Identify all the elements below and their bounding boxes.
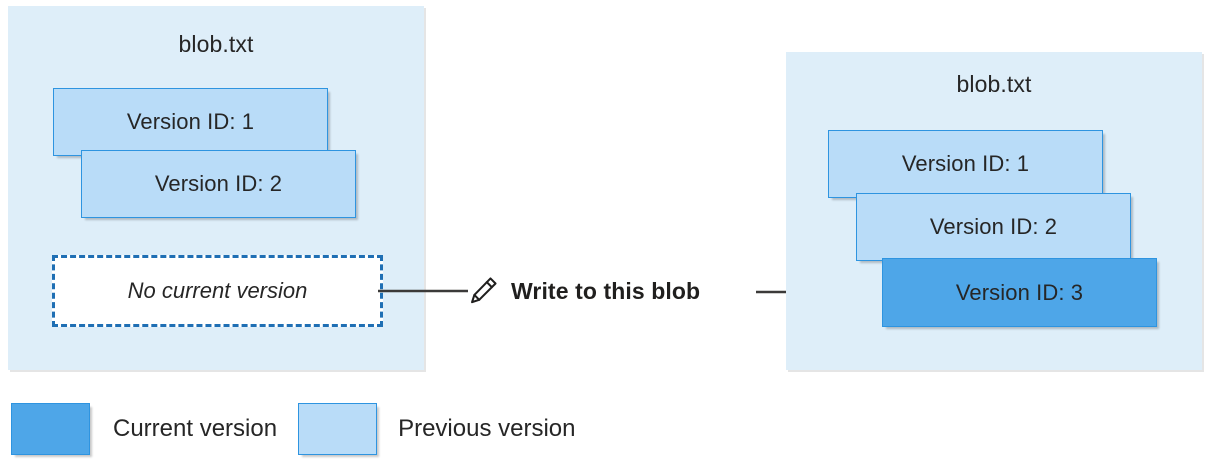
write-to-blob-label: Write to this blob [511,277,701,304]
pencil-icon [471,277,497,304]
version-card-before-1-label: Version ID: 1 [126,109,255,134]
write-to-blob-action: Write to this blob [467,274,700,307]
connector-line-left [378,285,470,297]
blob-panel-before: blob.txt Version ID: 1 Version ID: 2 No … [8,6,424,370]
legend-item-previous: Previous version [298,403,575,455]
version-card-before-2: Version ID: 2 [81,150,356,218]
version-card-after-3: Version ID: 3 [882,258,1157,327]
legend-label-previous: Previous version [398,415,576,442]
blob-panel-after: blob.txt Version ID: 1 Version ID: 2 Ver… [786,52,1202,370]
version-card-after-1: Version ID: 1 [828,130,1103,198]
version-card-before-1: Version ID: 1 [53,88,328,156]
legend: Current version Previous version [11,403,575,455]
version-card-after-3-label: Version ID: 3 [955,279,1084,305]
version-card-before-2-label: Version ID: 2 [154,171,283,196]
no-current-version-label: No current version [127,278,308,303]
legend-item-current: Current version [11,403,277,455]
blob-panel-after-title: blob.txt [956,71,1032,97]
legend-swatch-previous-icon [298,403,378,455]
legend-label-current: Current version [113,415,278,442]
version-card-after-1-label: Version ID: 1 [901,151,1030,176]
legend-swatch-current-icon [11,403,90,455]
blob-panel-before-title: blob.txt [178,31,254,57]
version-card-after-2-label: Version ID: 2 [929,214,1058,239]
no-current-version-box: No current version [52,255,383,327]
version-card-after-2: Version ID: 2 [856,193,1131,261]
